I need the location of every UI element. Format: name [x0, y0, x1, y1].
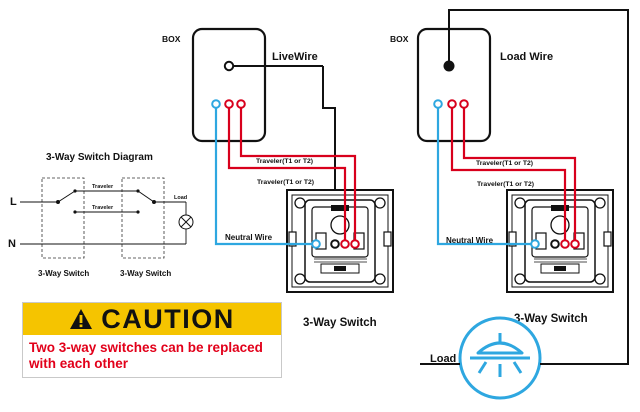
box-left-label: BOX: [162, 34, 181, 44]
switch-box-left: [41, 177, 85, 259]
ceiling-lamp-icon: [458, 316, 542, 400]
left-switch-label: 3-Way Switch: [303, 317, 377, 329]
right-traveler-2-label: Traveler(T1 or T2): [477, 181, 534, 188]
left-traveler-1-label: Traveler(T1 or T2): [256, 158, 313, 165]
schematic-switch-left-label: 3-Way Switch: [38, 269, 89, 278]
schematic-switch-right-label: 3-Way Switch: [120, 269, 171, 278]
caution-panel: CAUTION Two 3-way switches can be replac…: [22, 302, 282, 378]
right-traveler-1-label: Traveler(T1 or T2): [476, 160, 533, 167]
live-wire-label: LiveWire: [272, 51, 318, 63]
warning-triangle-icon: [70, 309, 93, 329]
right-neutral-label: Neutral Wire: [446, 236, 494, 245]
right-switch-label: 3-Way Switch: [514, 313, 588, 325]
traveler-top-label: Traveler: [92, 184, 114, 190]
load-wire-label: Load Wire: [500, 51, 553, 63]
load-label-small: Load: [174, 195, 187, 201]
box-right-label: BOX: [390, 34, 409, 44]
caution-title: CAUTION: [101, 303, 235, 334]
live-wire-diagram: BOX LiveWire Traveler(T1 or T2) Traveler…: [162, 27, 394, 329]
left-neutral-label: Neutral Wire: [225, 233, 273, 242]
load-label: Load: [430, 353, 456, 365]
switch-box-right: [121, 177, 165, 259]
lamp-symbol-icon: [178, 214, 194, 230]
left-traveler-2-label: Traveler(T1 or T2): [257, 179, 314, 186]
live-wire-terminal: [223, 60, 235, 72]
junction-box-right: [416, 27, 492, 143]
caution-message: Two 3-way switches can be replaced with …: [29, 340, 263, 371]
caution-header: CAUTION: [23, 303, 281, 335]
traveler-bottom-label: Traveler: [92, 205, 114, 211]
load-wire-diagram: BOX Load Wire Traveler(T1 or T2) Travele…: [390, 9, 629, 400]
neutral-label: N: [8, 238, 16, 250]
line-label: L: [10, 196, 17, 208]
schematic: 3-Way Switch Diagram L N Traveler Travel…: [8, 152, 194, 278]
switch-right: [506, 189, 614, 293]
switch-left: [286, 189, 394, 293]
schematic-title: 3-Way Switch Diagram: [46, 152, 153, 163]
